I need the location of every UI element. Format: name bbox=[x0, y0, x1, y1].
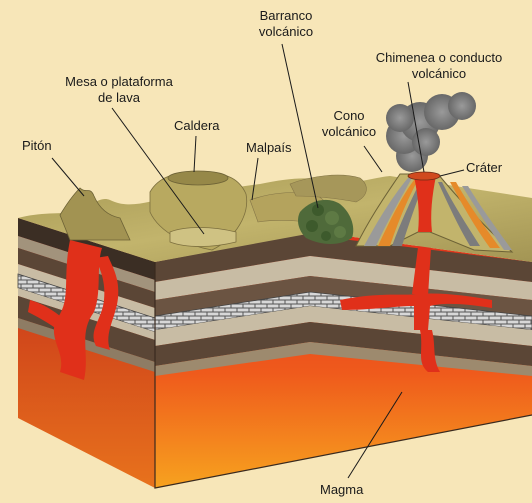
leader-cono bbox=[363, 145, 383, 173]
volcanic-cone bbox=[355, 171, 514, 253]
leader-caldera bbox=[193, 135, 197, 173]
label-barranco-line2: volcánico bbox=[258, 24, 314, 39]
leader-magma bbox=[347, 391, 403, 479]
smoke-plume bbox=[386, 92, 476, 172]
leader-piton bbox=[51, 157, 85, 197]
label-barranco: Barranco volcánico bbox=[244, 8, 328, 40]
label-crater: Cráter bbox=[466, 160, 503, 175]
label-mesa-line1: Mesa o plataforma bbox=[65, 74, 173, 89]
leader-lines bbox=[51, 43, 465, 479]
block-front-face bbox=[93, 232, 532, 489]
label-piton: Pitón bbox=[22, 138, 52, 153]
label-cono: Cono volcánico bbox=[316, 108, 382, 140]
label-mesa-line2: de lava bbox=[98, 90, 140, 105]
label-chimenea-line1: Chimenea o conducto bbox=[375, 50, 503, 65]
label-caldera: Caldera bbox=[174, 118, 220, 133]
label-magma: Magma bbox=[320, 482, 364, 497]
label-barranco-line1: Barranco bbox=[259, 8, 313, 23]
label-malpais: Malpaís bbox=[246, 140, 292, 155]
leader-mesa bbox=[111, 107, 205, 235]
label-cono-line2: volcánico bbox=[321, 124, 377, 139]
block-left-face bbox=[17, 218, 156, 488]
leader-chimenea bbox=[407, 81, 425, 173]
leader-malpais bbox=[251, 157, 259, 201]
label-cono-line1: Cono bbox=[333, 108, 365, 123]
label-mesa: Mesa o plataforma de lava bbox=[56, 74, 182, 106]
label-chimenea: Chimenea o conducto volcánico bbox=[366, 50, 512, 82]
label-chimenea-line2: volcánico bbox=[411, 66, 467, 81]
leader-crater bbox=[439, 169, 465, 177]
leader-barranco bbox=[281, 43, 319, 209]
